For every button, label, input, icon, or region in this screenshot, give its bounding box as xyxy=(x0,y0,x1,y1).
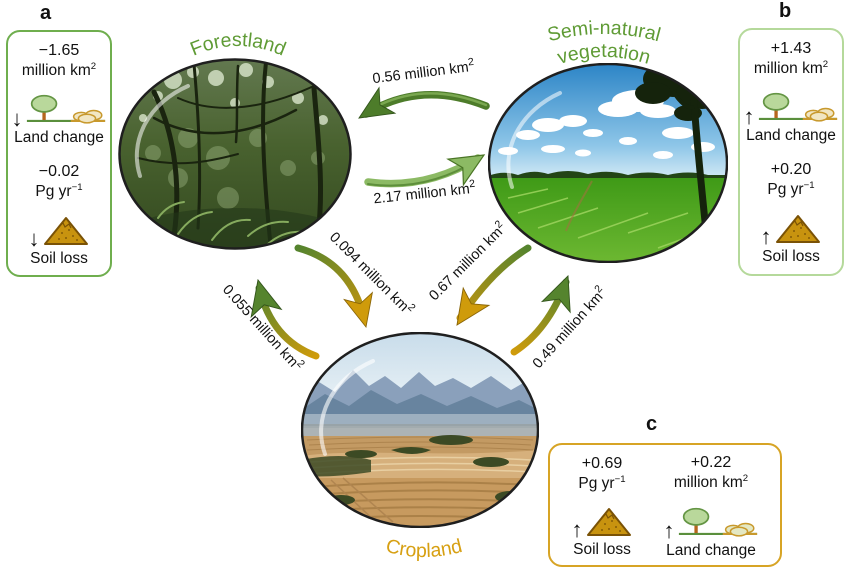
cropland-title: Cropland xyxy=(384,535,465,562)
down-arrow-icon: ↓ xyxy=(11,105,23,131)
soil-loss-value: −0.02 xyxy=(38,163,80,181)
soil-loss-value: +0.69 xyxy=(581,454,623,472)
land-change-label: Land change xyxy=(746,127,836,145)
up-arrow-icon: ↑ xyxy=(663,517,675,543)
clouds xyxy=(498,90,715,159)
soil-loss-label: Soil loss xyxy=(573,541,631,559)
arrow-crop-to-forest xyxy=(250,278,320,360)
land-change-icon xyxy=(678,507,757,537)
land-change-unit: million km2 xyxy=(21,60,97,80)
soil-loss-icon xyxy=(43,216,88,245)
forestland-title: Forestland xyxy=(187,29,289,61)
land-change-value: +1.43 xyxy=(770,40,812,57)
soil-loss-icon xyxy=(775,214,820,243)
up-arrow-icon: ↑ xyxy=(743,103,755,129)
soil-loss-column: +0.69 Pg yr−1 ↑ Soil loss xyxy=(572,455,633,559)
land-change-icon xyxy=(26,95,105,124)
arrow-semi-to-crop xyxy=(456,244,532,326)
land-change-value: −1.65 xyxy=(38,42,80,59)
land-change-unit: million km2 xyxy=(673,473,749,492)
panel-b-letter: b xyxy=(779,0,792,22)
down-arrow-icon: ↓ xyxy=(28,225,40,251)
panel-c: +0.69 Pg yr−1 ↑ Soil loss +0.22 million … xyxy=(548,443,782,567)
soil-loss-icon xyxy=(586,508,631,537)
furrows-upper xyxy=(306,436,534,451)
panel-b: +1.43 million km2 ↑ Land change +0.20 Pg… xyxy=(738,28,844,276)
land-change-value: +0.22 xyxy=(690,454,732,472)
semi-natural-title-line2: vegetation xyxy=(555,40,653,69)
flow-label-semi-to-forest: 0.56 million km2 xyxy=(371,56,475,87)
up-arrow-icon: ↑ xyxy=(571,517,583,543)
arrow-semi-to-forest xyxy=(358,86,490,119)
soil-loss-unit: Pg yr−1 xyxy=(578,473,626,492)
panel-c-letter: c xyxy=(646,413,658,435)
panel-a: −1.65 million km2 ↓ Land change −0.02 Pg… xyxy=(6,30,112,277)
land-change-column: +0.22 million km2 ↑ Land change xyxy=(664,454,759,559)
arrow-forest-to-semi xyxy=(364,154,486,188)
photo-gloss-highlight xyxy=(134,84,190,178)
up-arrow-icon: ↑ xyxy=(760,223,772,249)
arrow-crop-to-semi xyxy=(510,274,571,356)
cropland-photo xyxy=(301,332,539,528)
land-change-icon xyxy=(758,93,837,122)
forestland-photo xyxy=(118,58,352,250)
soil-loss-label: Soil loss xyxy=(762,247,820,265)
soil-loss-unit: Pg yr−1 xyxy=(35,182,83,201)
panel-a-letter: a xyxy=(40,2,52,24)
soil-loss-unit: Pg yr−1 xyxy=(767,180,815,199)
grass-streaks xyxy=(507,188,714,249)
land-change-label: Land change xyxy=(666,541,756,559)
flow-label-semi-to-crop: 0.67 million km2 xyxy=(424,218,510,304)
soil-loss-value: +0.20 xyxy=(770,161,812,179)
arrow-forest-to-crop xyxy=(294,244,374,329)
photo-gloss-highlight xyxy=(319,359,375,456)
photo-gloss-highlight xyxy=(506,91,562,189)
land-change-unit: million km2 xyxy=(753,58,829,78)
land-change-label: Land change xyxy=(14,129,104,147)
soil-loss-label: Soil loss xyxy=(30,249,88,267)
